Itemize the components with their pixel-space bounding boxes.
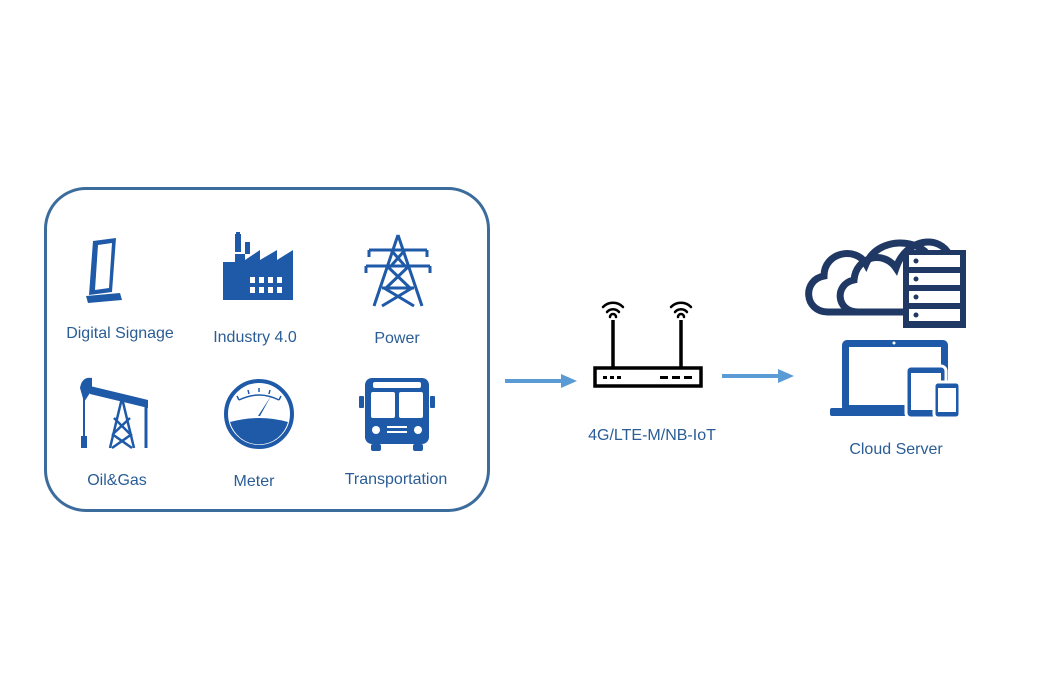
oil-gas-label: Oil&Gas xyxy=(87,472,147,489)
meter-gauge-icon xyxy=(224,379,294,449)
bus-icon xyxy=(359,378,435,451)
arrow-to-cloud xyxy=(722,369,794,383)
device-group-box xyxy=(44,187,490,512)
digital-signage-icon xyxy=(86,238,122,303)
cloud-server-label: Cloud Server xyxy=(849,441,943,458)
power-tower-icon xyxy=(364,234,432,308)
industry-label: Industry 4.0 xyxy=(213,329,297,346)
meter-label: Meter xyxy=(233,473,275,490)
arrow-to-router xyxy=(505,374,577,388)
router-icon xyxy=(593,301,703,388)
power-label: Power xyxy=(374,330,420,347)
digital-signage-label: Digital Signage xyxy=(66,325,174,342)
factory-icon xyxy=(223,232,293,300)
router-label: 4G/LTE-M/NB-IoT xyxy=(588,427,716,444)
oil-pump-icon xyxy=(80,377,148,450)
cloud-server-icon xyxy=(805,238,966,420)
transportation-label: Transportation xyxy=(344,471,448,488)
